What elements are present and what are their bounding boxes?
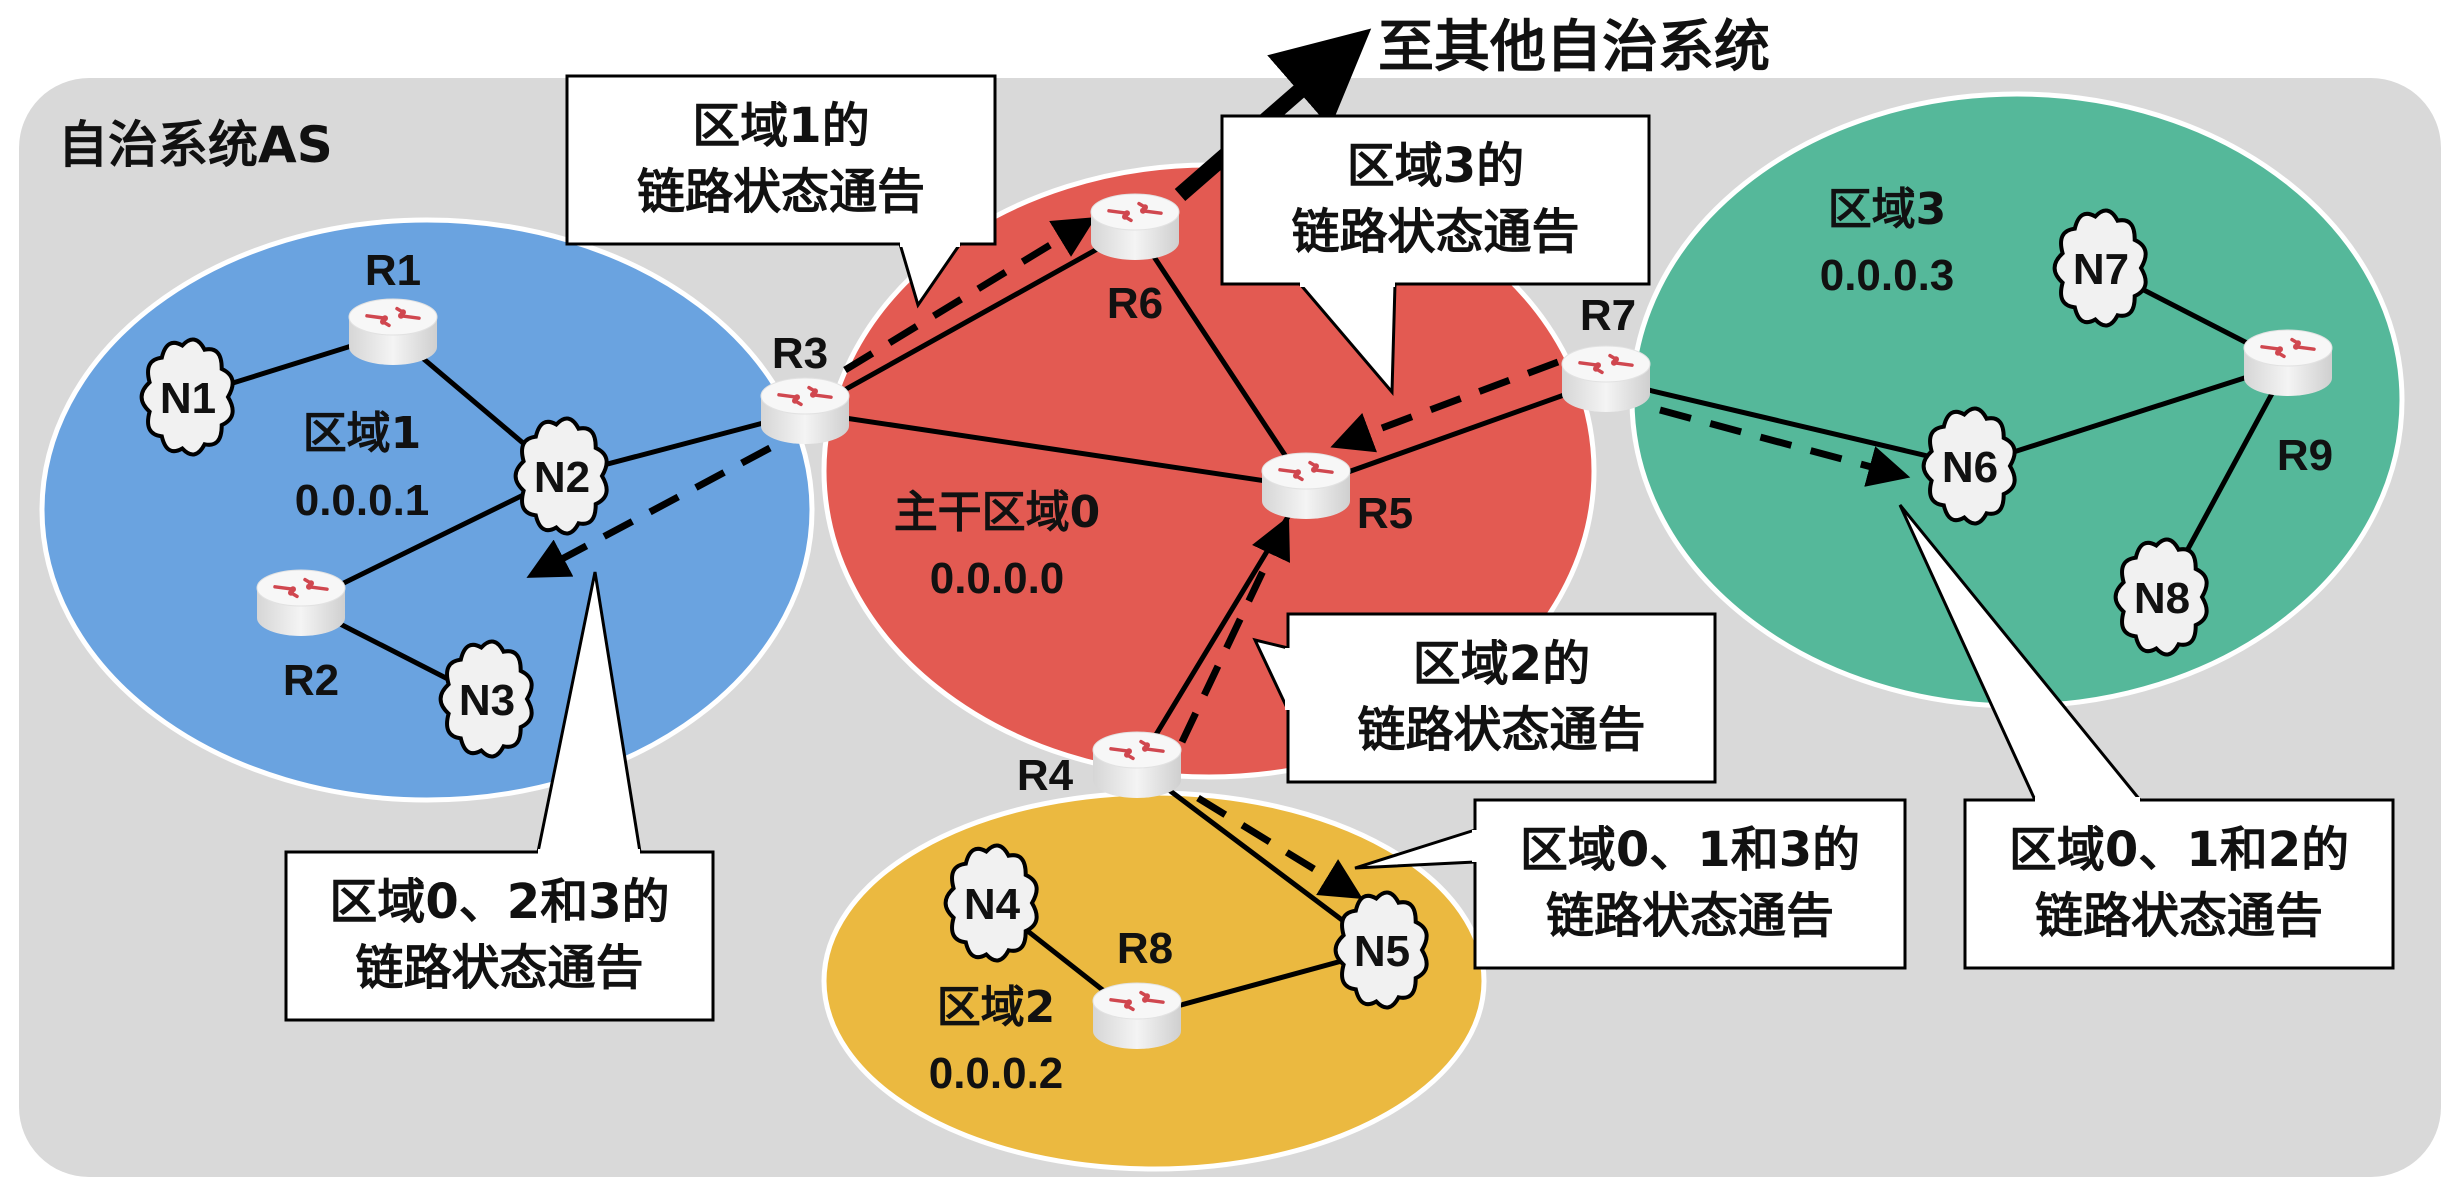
router-icon (1561, 345, 1651, 412)
area0-ip: 0.0.0.0 (930, 554, 1065, 603)
external-as-label: 至其他自治系统 (1378, 15, 1770, 80)
router-icon (348, 298, 438, 365)
network-label: N3 (459, 676, 515, 725)
router-label: R9 (2277, 431, 2333, 480)
callout-text-line: 区域2的 (1413, 636, 1590, 692)
link-r3-r5 (804, 409, 1307, 490)
network-label: N8 (2134, 574, 2190, 623)
router-r2: R2 (256, 569, 346, 705)
router-label: R5 (1357, 489, 1413, 538)
lsa-flow-arrows (526, 217, 1911, 899)
lsa-arrow-r3-to-area1 (526, 444, 772, 578)
as-title: 自治系统AS (58, 116, 333, 174)
callout-text-line: 链路状态通告 (1291, 204, 1579, 260)
cloud-icon (513, 416, 609, 536)
router-r9: R9 (2243, 329, 2333, 480)
network-label: N7 (2073, 245, 2129, 294)
network-label: N4 (964, 880, 1021, 929)
cloud-icon (943, 843, 1039, 963)
lsa-arrow-r4-to-r5 (1178, 516, 1290, 744)
router-icon (256, 569, 346, 636)
router-icon (760, 377, 850, 444)
callout-text-line: 区域0、1和3的 (1520, 822, 1860, 878)
area3-ip: 0.0.0.3 (1820, 251, 1955, 300)
link-n6-r9 (1969, 361, 2289, 469)
callout-text-line: 链路状态通告 (355, 940, 643, 996)
link-n2-r2 (299, 473, 564, 607)
router-icon (1090, 193, 1180, 260)
callout-text-line: 区域1的 (692, 98, 869, 154)
router-r3: R3 (760, 329, 850, 444)
cloud-icon (2052, 208, 2148, 328)
cloud-icon (1921, 406, 2017, 526)
router-r7: R7 (1561, 291, 1651, 412)
router-label: R2 (283, 656, 339, 705)
area1-ip: 0.0.0.1 (295, 476, 430, 525)
router-r8: R8 (1092, 924, 1182, 1049)
callouts-layer: 区域1的链路状态通告区域3的链路状态通告区域2的链路状态通告区域0、2和3的链路… (284, 74, 2395, 1022)
router-r5: R5 (1261, 452, 1413, 538)
link-r5-r7 (1305, 377, 1607, 490)
router-r6: R6 (1090, 193, 1180, 328)
router-label: R8 (1117, 924, 1173, 973)
area1-region (39, 217, 815, 803)
router-icon (2243, 329, 2333, 396)
network-n7: N7 (2052, 208, 2148, 328)
cloud-icon (2113, 537, 2209, 657)
router-label: R6 (1107, 279, 1163, 328)
network-label: N6 (1942, 443, 1998, 492)
network-n6: N6 (1921, 406, 2017, 526)
callout-text-line: 链路状态通告 (637, 164, 925, 220)
router-label: R3 (772, 329, 828, 378)
callout-text-line: 区域0、2和3的 (329, 874, 669, 930)
link-r6-r5 (1132, 226, 1309, 489)
cloud-icon (139, 337, 235, 457)
cloud-icon (1333, 890, 1429, 1010)
network-n3: N3 (438, 639, 534, 759)
router-label: R4 (1017, 751, 1074, 800)
area0-name: 主干区域0 (894, 487, 1101, 538)
callout-text-line: 区域0、1和2的 (2009, 822, 2349, 878)
area2-ip: 0.0.0.2 (929, 1049, 1064, 1098)
area2-name: 区域2 (937, 982, 1056, 1033)
router-label: R7 (1580, 291, 1636, 340)
network-label: N2 (534, 453, 590, 502)
network-label: N1 (160, 374, 216, 423)
area3-region (1629, 91, 2405, 709)
area3-name: 区域3 (1828, 184, 1947, 235)
area1-name: 区域1 (303, 408, 422, 459)
router-icon (1092, 982, 1182, 1049)
network-n5: N5 (1333, 890, 1429, 1010)
network-label: N5 (1354, 927, 1410, 976)
lsa-arrow-r7-to-n6 (1659, 406, 1911, 487)
router-icon (1261, 452, 1351, 519)
link-r3-r6 (803, 225, 1137, 415)
router-label: R1 (365, 246, 421, 295)
callout-text-line: 链路状态通告 (2035, 888, 2323, 944)
network-n2: N2 (513, 416, 609, 536)
lsa-arrow-r3-to-r6 (843, 217, 1096, 373)
callout-text-line: 区域3的 (1347, 138, 1524, 194)
lsa-arrow-r7-to-r5 (1330, 358, 1560, 453)
network-n4: N4 (943, 843, 1039, 963)
network-n8: N8 (2113, 537, 2209, 657)
router-icon (1092, 731, 1182, 798)
callout-text-line: 链路状态通告 (1357, 702, 1645, 758)
router-r4: R4 (1017, 731, 1182, 800)
router-r1: R1 (348, 246, 438, 365)
callout-text-line: 链路状态通告 (1546, 888, 1834, 944)
lsa-arrow-r4-to-n5 (1196, 795, 1363, 899)
cloud-icon (438, 639, 534, 759)
network-n1: N1 (139, 337, 235, 457)
